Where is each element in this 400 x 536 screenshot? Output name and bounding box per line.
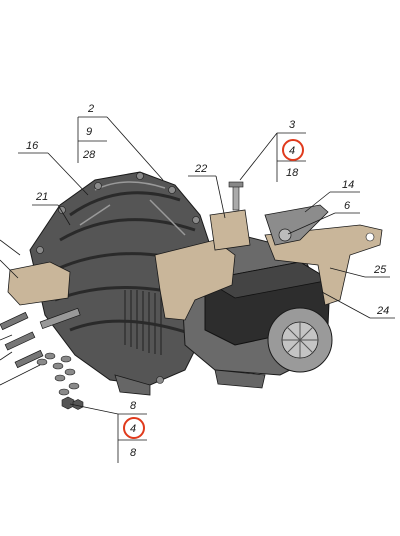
endcap-spokes	[282, 322, 318, 358]
callout-6: 6	[344, 200, 351, 212]
callout-8-qty-b: 8	[130, 447, 137, 459]
mount-plate-top	[209, 209, 251, 251]
cooling-fins	[124, 290, 162, 355]
callout-8-item: 8	[130, 400, 137, 412]
callout-3: 3 4 18	[282, 119, 304, 179]
callout-2-qty-a: 9	[86, 126, 92, 138]
housing-foot	[114, 374, 151, 396]
callout-8: 8 4 8	[123, 400, 145, 459]
callout-3-qty-a: 4	[289, 145, 295, 157]
callout-2-item: 2	[87, 103, 94, 115]
callout-21: 21	[35, 191, 48, 203]
washers-and-nuts	[36, 352, 84, 410]
mount-bracket-left	[7, 261, 71, 306]
callout-25: 25	[373, 264, 387, 276]
housing-ribs	[54, 191, 206, 337]
gearbox-assembly	[0, 171, 383, 410]
leader-lines	[0, 116, 395, 463]
callout-22: 22	[194, 163, 207, 175]
callout-16: 16	[26, 140, 39, 152]
highlight-circle-top	[282, 139, 304, 161]
lever-pivot	[278, 228, 292, 242]
highlight-circle-bottom	[123, 417, 145, 439]
callout-3-item: 3	[289, 119, 296, 131]
callout-2-qty-b: 28	[82, 149, 96, 161]
callout-14: 14	[342, 179, 354, 191]
callout-3-qty-b: 18	[286, 167, 299, 179]
bolt-22-head	[228, 181, 244, 188]
arm-hole	[365, 232, 375, 242]
callout-8-qty-a: 4	[130, 423, 136, 435]
mount-arm-right	[264, 224, 383, 306]
gear-foot	[214, 369, 266, 389]
callout-2: 2 9 28	[82, 103, 96, 161]
loose-bolts	[0, 307, 81, 369]
callout-24: 24	[376, 305, 389, 317]
bolt-22	[232, 184, 240, 211]
